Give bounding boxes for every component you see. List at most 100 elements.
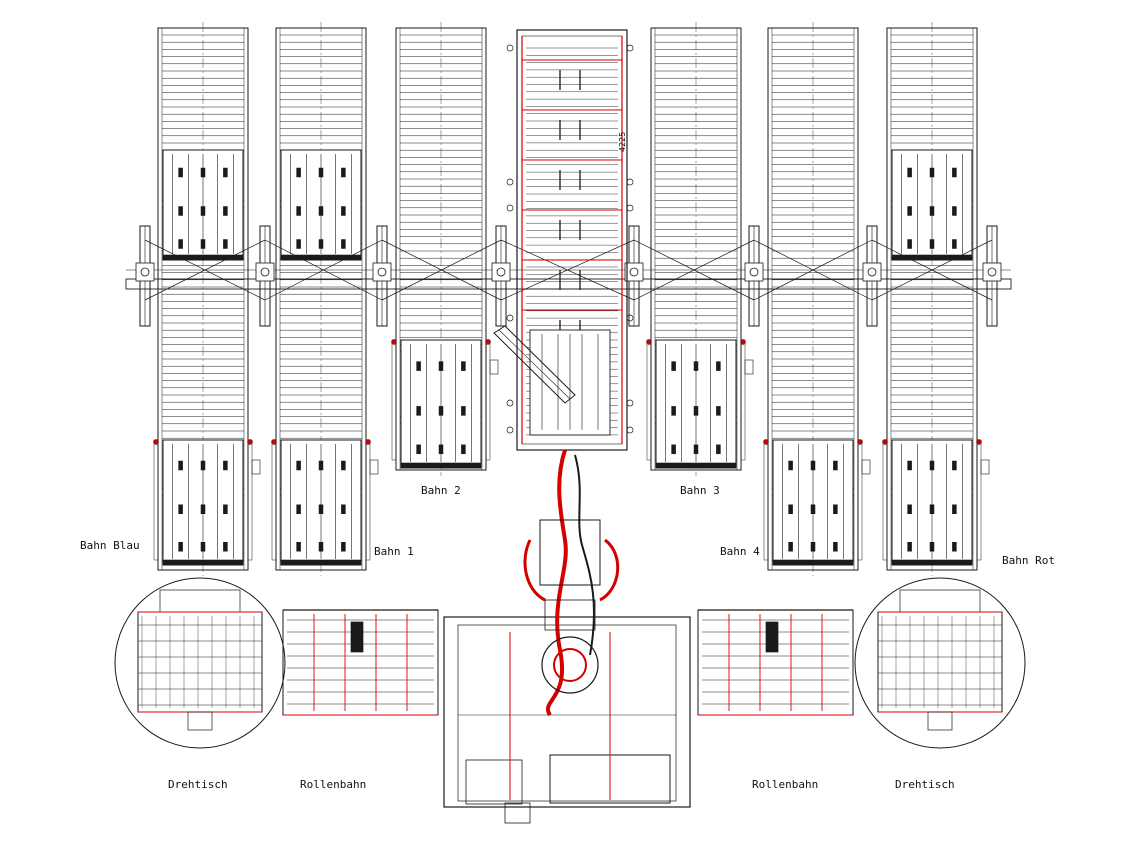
pallet-base xyxy=(772,559,854,566)
pallet-block xyxy=(716,406,721,416)
marker-dot xyxy=(882,439,888,445)
hose xyxy=(523,538,620,602)
sensor-box xyxy=(489,359,499,375)
pallet-block xyxy=(788,542,793,552)
side-guide xyxy=(976,439,982,561)
pallet-block xyxy=(178,206,183,216)
marker-dot xyxy=(763,439,769,445)
pallet-block xyxy=(178,460,183,471)
pallet-block xyxy=(200,542,206,552)
post-bolt xyxy=(377,267,387,277)
sensor-box xyxy=(369,459,379,475)
turntable-platform xyxy=(877,611,1003,713)
marker-dot xyxy=(247,439,253,445)
turntables-and-roller-conveyors xyxy=(114,577,1026,749)
pallet-block xyxy=(438,444,444,455)
pallet-base xyxy=(891,254,973,261)
marker-dot xyxy=(391,339,397,345)
side-guide xyxy=(153,439,159,561)
pallet-block xyxy=(952,504,957,514)
robot-turret-core xyxy=(553,648,587,682)
drive-motor xyxy=(350,621,364,653)
pallet-block xyxy=(952,239,957,249)
pallet-block xyxy=(178,504,183,514)
post-bolt xyxy=(629,267,639,277)
label-bahn-rot: Bahn Rot xyxy=(1002,554,1055,567)
pallet-block xyxy=(693,361,699,371)
pallet-block xyxy=(416,406,421,416)
post-bolt xyxy=(140,267,150,277)
pallet-block xyxy=(318,239,324,249)
turntable-housing xyxy=(899,589,981,613)
cable-chain xyxy=(546,449,568,717)
pallet-block xyxy=(952,167,957,178)
drive-motor xyxy=(765,621,779,653)
pallet-block xyxy=(810,504,816,514)
bracing xyxy=(500,239,635,301)
pallet-block xyxy=(952,206,957,216)
pallet-block xyxy=(318,206,324,216)
bracing xyxy=(633,239,755,301)
turntable-circle xyxy=(854,577,1026,749)
label-bahn-4: Bahn 4 xyxy=(720,545,760,558)
marker-dot xyxy=(271,439,277,445)
sensor-box xyxy=(980,459,990,475)
side-guide xyxy=(485,339,491,461)
pallet-block xyxy=(907,504,912,514)
anchor xyxy=(626,204,634,212)
turntable-platform xyxy=(137,611,263,713)
label-bahn-blau: Bahn Blau xyxy=(80,539,140,552)
sensor-box xyxy=(251,459,261,475)
pallet-block xyxy=(200,460,206,471)
side-guide xyxy=(882,439,888,561)
pallet-block xyxy=(200,239,206,249)
pallet-block xyxy=(438,361,444,371)
pallet-block xyxy=(416,444,421,455)
anchor xyxy=(506,426,514,434)
pallet-block xyxy=(929,460,935,471)
pallet-block xyxy=(341,167,346,178)
pallet-block xyxy=(461,406,466,416)
post-node xyxy=(372,262,392,282)
post-node xyxy=(744,262,764,282)
tilted-arm-axis xyxy=(498,329,571,400)
pallet-block xyxy=(178,542,183,552)
central-frame xyxy=(516,29,628,451)
marker-dot xyxy=(740,339,746,345)
pallet-block xyxy=(318,460,324,471)
side-guide xyxy=(271,439,277,561)
pallet-block xyxy=(929,167,935,178)
robot-base-frame xyxy=(443,616,691,808)
pallet-block xyxy=(929,542,935,552)
label-drehtisch-right: Drehtisch xyxy=(895,778,955,791)
tilted-arm xyxy=(493,325,576,404)
pallet-block xyxy=(929,239,935,249)
pallet-block xyxy=(178,239,183,249)
anchor xyxy=(626,399,634,407)
conveyor-lanes xyxy=(153,22,990,576)
anchor xyxy=(506,44,514,52)
pallet-block xyxy=(341,460,346,471)
pallet-block xyxy=(810,542,816,552)
cable-duct xyxy=(504,802,531,824)
pallet-block xyxy=(693,406,699,416)
pallet-block xyxy=(341,542,346,552)
pallet-block xyxy=(341,239,346,249)
pallet-block xyxy=(716,444,721,455)
pallet-base xyxy=(655,462,737,469)
pallet-base xyxy=(162,559,244,566)
arm-link xyxy=(574,454,596,656)
pallet-block xyxy=(223,206,228,216)
control-cabinet xyxy=(465,759,523,805)
anchor xyxy=(626,426,634,434)
marker-dot xyxy=(976,439,982,445)
pallet-block xyxy=(200,504,206,514)
pallet-block xyxy=(200,167,206,178)
bracing xyxy=(264,239,383,301)
dimension-label: 4225 xyxy=(618,131,627,152)
pallet-block xyxy=(318,504,324,514)
pallet-block xyxy=(693,444,699,455)
post-node xyxy=(491,262,511,282)
post-bolt xyxy=(260,267,270,277)
